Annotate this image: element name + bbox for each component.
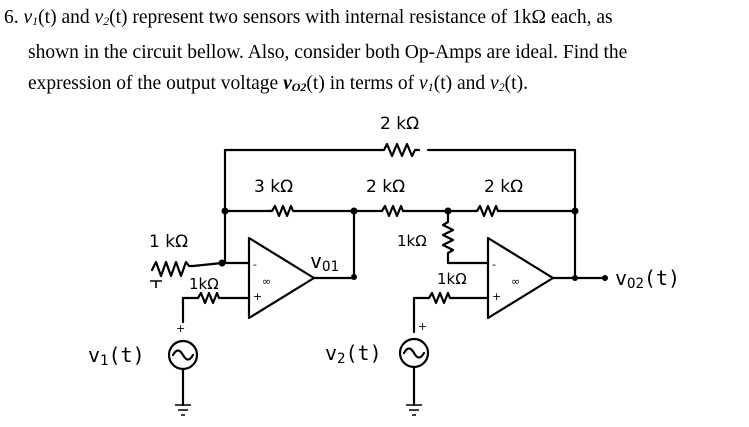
- label-r-left-1k: 1 kΩ: [149, 232, 188, 252]
- label-r-in1: 1kΩ: [189, 275, 219, 293]
- label-r-in2: 1kΩ: [437, 270, 467, 288]
- problem-line-3: expression of the output voltage vO2(t) …: [28, 73, 528, 94]
- label-vo2: vO2(t): [615, 266, 680, 292]
- v1-symbol: v1: [23, 7, 39, 28]
- v1-source-wave: [171, 349, 195, 361]
- svg-text:+: +: [253, 290, 262, 303]
- label-v1: v1(t): [88, 343, 145, 369]
- label-r-3k: 3 kΩ: [254, 177, 293, 197]
- opamp-2: [486, 236, 555, 320]
- resistor-feedback-top: [378, 142, 421, 158]
- vo2-wire: [551, 209, 607, 280]
- svg-text:+: +: [492, 290, 501, 303]
- resistor-in1: [194, 291, 224, 305]
- left-wire: [223, 209, 251, 265]
- svg-text:∞: ∞: [511, 275, 520, 288]
- svg-text:+: +: [176, 322, 185, 335]
- problem-statement: 6. v1(t) and v2(t) represent two sensors…: [4, 2, 746, 103]
- label-r-mid-2k: 2 kΩ: [366, 177, 405, 197]
- problem-line-1: 6. v1(t) and v2(t) represent two sensors…: [4, 7, 613, 28]
- resistor-3k: [268, 204, 298, 218]
- problem-line-2: shown in the circuit bellow. Also, consi…: [28, 42, 628, 63]
- vo1-wire: [312, 209, 356, 280]
- label-r-feedback-top: 2 kΩ: [380, 114, 419, 134]
- v2-symbol: v2: [94, 7, 110, 28]
- label-r-mid-1k: 1kΩ: [397, 232, 427, 250]
- resistor-right-2k: [473, 204, 503, 218]
- svg-text:∞: ∞: [262, 275, 271, 288]
- resistor-in2: [425, 291, 455, 305]
- svg-text:-: -: [492, 258, 496, 271]
- resistor-mid-1k: [441, 209, 490, 265]
- v1-ground-icon: [175, 404, 191, 416]
- input2-wire: [412, 296, 490, 334]
- label-r-right-2k: 2 kΩ: [484, 177, 523, 197]
- v2-ground-icon: [406, 404, 422, 416]
- svg-text:-: -: [253, 258, 257, 271]
- resistor-mid-2k: [378, 204, 408, 218]
- resistor-left-1k: [150, 260, 224, 278]
- label-v2: v2(t): [325, 341, 382, 367]
- problem-number: 6.: [4, 7, 19, 28]
- svg-text:+: +: [418, 320, 427, 333]
- label-vo1: vO1: [310, 249, 339, 275]
- left-ground: [150, 280, 162, 288]
- input1-wire: [181, 296, 251, 324]
- v2-source-wave: [402, 347, 426, 359]
- top-feedback-wire: [223, 148, 577, 213]
- vo2-terminal: [602, 275, 608, 281]
- opamp-1: [247, 236, 316, 320]
- vo2-symbol: vO2: [283, 73, 307, 94]
